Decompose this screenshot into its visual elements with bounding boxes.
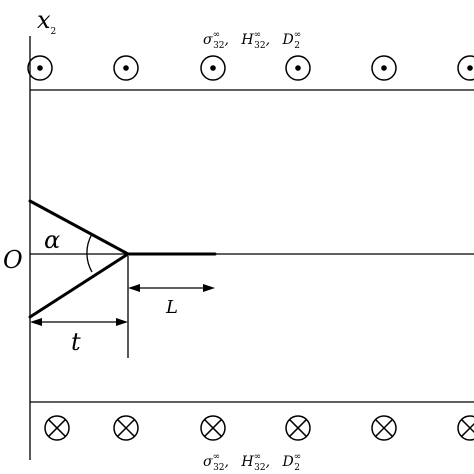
into-plane-icon xyxy=(113,415,139,441)
top-load-label: σ∞32, H∞32, D∞2 xyxy=(203,30,301,51)
out-of-plane-icon xyxy=(200,55,226,81)
angle-label: α xyxy=(44,226,60,254)
out-of-plane-icon xyxy=(371,55,397,81)
vertical-axis-label: x2 xyxy=(37,6,56,37)
out-of-plane-symbols xyxy=(27,55,474,81)
crack-length-label: L xyxy=(165,297,178,318)
out-of-plane-icon xyxy=(457,55,474,81)
bottom-load-label: σ∞32, H∞32, D∞2 xyxy=(203,452,301,473)
into-plane-icon xyxy=(457,415,474,441)
out-of-plane-icon xyxy=(27,55,53,81)
out-of-plane-icon xyxy=(285,55,311,81)
depth-arrowhead-left xyxy=(30,318,42,326)
into-plane-icon xyxy=(200,415,226,441)
crack-length-arrowhead-left xyxy=(128,284,140,292)
origin-label: O xyxy=(3,246,23,274)
into-plane-symbols xyxy=(44,415,474,441)
depth-label: t xyxy=(71,328,81,356)
notch-upper-edge xyxy=(28,199,130,256)
angle-arc xyxy=(86,233,93,273)
out-of-plane-icon xyxy=(113,55,139,81)
into-plane-icon xyxy=(44,415,70,441)
notch-lower-edge xyxy=(28,252,130,319)
into-plane-icon xyxy=(285,415,311,441)
crack-length-arrowhead-right xyxy=(203,284,215,292)
depth-arrowhead-right xyxy=(116,318,128,326)
into-plane-icon xyxy=(371,415,397,441)
